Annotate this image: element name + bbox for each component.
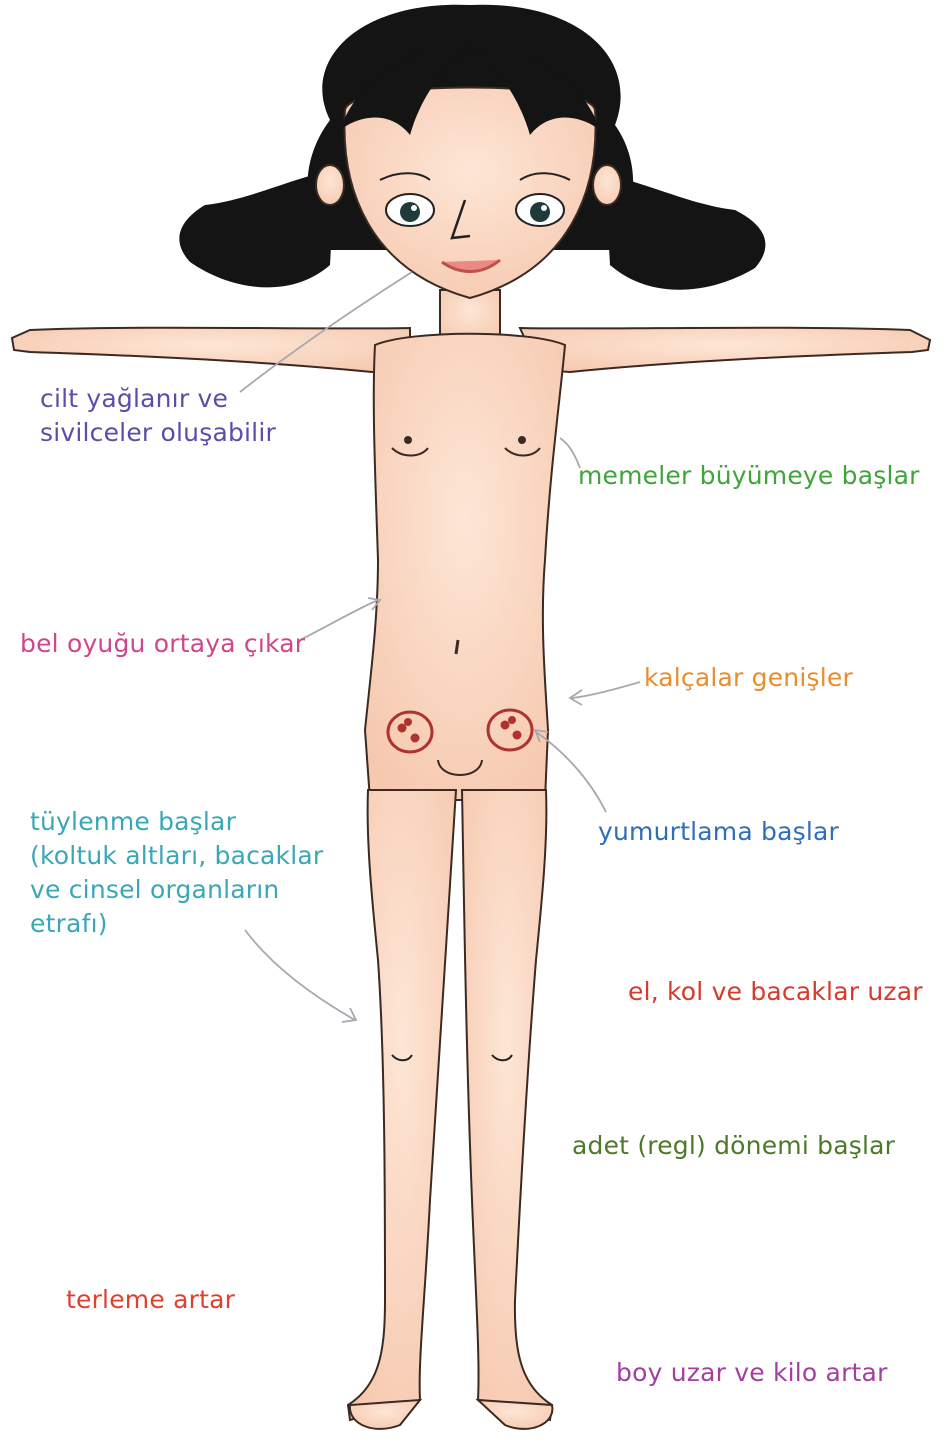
label-line: el, kol ve bacaklar uzar <box>628 975 923 1009</box>
left-leg <box>348 790 456 1420</box>
label-menstruation: adet (regl) dönemi başlar <box>572 1129 895 1163</box>
left-pigtail <box>179 170 335 287</box>
navel-icon <box>456 640 458 654</box>
left-arm <box>12 328 410 372</box>
arrow-hips <box>572 682 640 698</box>
feet <box>350 1400 552 1429</box>
label-line: terleme artar <box>66 1283 235 1317</box>
arrow-hair <box>245 930 355 1020</box>
label-line: yumurtlama başlar <box>598 815 839 849</box>
label-line: kalçalar genişler <box>644 661 853 695</box>
label-line: sivilceler oluşabilir <box>40 416 276 450</box>
label-line: cilt yağlanır ve <box>40 382 276 416</box>
right-ear <box>593 165 621 205</box>
label-waist: bel oyuğu ortaya çıkar <box>20 627 305 661</box>
right-pigtail <box>605 175 765 290</box>
label-line: ve cinsel organların <box>30 873 323 907</box>
label-line: tüylenme başlar <box>30 805 323 839</box>
legs <box>348 790 552 1420</box>
label-line: bel oyuğu ortaya çıkar <box>20 627 305 661</box>
label-line: memeler büyümeye başlar <box>578 459 920 493</box>
label-limbs-lengthen: el, kol ve bacaklar uzar <box>628 975 923 1009</box>
label-line: adet (regl) dönemi başlar <box>572 1129 895 1163</box>
label-hair-growth: tüylenme başlar (koltuk altları, bacakla… <box>30 805 323 941</box>
right-leg <box>462 790 552 1420</box>
label-hips: kalçalar genişler <box>644 661 853 695</box>
label-sweating: terleme artar <box>66 1283 235 1317</box>
label-ovulation: yumurtlama başlar <box>598 815 839 849</box>
label-skin-oily: cilt yağlanır ve sivilceler oluşabilir <box>40 382 276 450</box>
left-ear <box>316 165 344 205</box>
arrow-waist <box>300 600 378 640</box>
arrow-breast <box>560 438 580 468</box>
label-breast-growth: memeler büyümeye başlar <box>578 459 920 493</box>
label-line: (koltuk altları, bacaklar <box>30 839 323 873</box>
label-line: etrafı) <box>30 907 323 941</box>
label-line: boy uzar ve kilo artar <box>616 1356 888 1390</box>
label-height-weight: boy uzar ve kilo artar <box>616 1356 888 1390</box>
right-arm <box>520 328 930 372</box>
